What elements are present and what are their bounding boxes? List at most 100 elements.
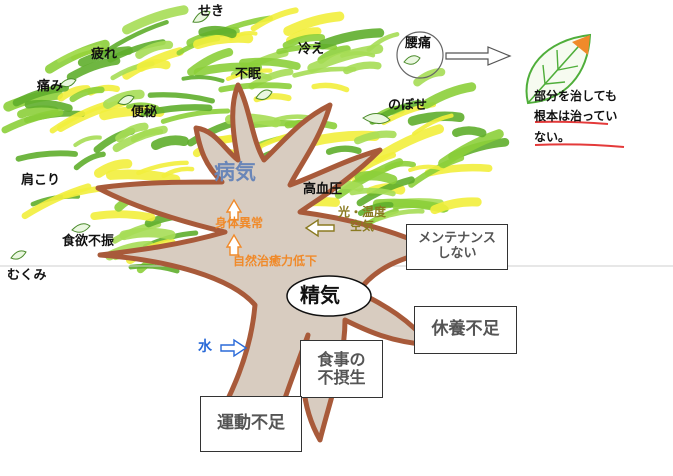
cause-label: 食事の 不摂生 — [317, 349, 366, 387]
leaf-stroke — [250, 7, 299, 32]
leaf-stroke — [150, 135, 189, 150]
symptom-label: せき — [198, 4, 225, 19]
leaf-stroke — [73, 135, 102, 148]
right-arrow-icon — [220, 338, 248, 358]
leaf-stroke — [1, 108, 64, 134]
leaf-stroke — [49, 101, 109, 134]
symptom-label: 不眠 — [235, 67, 262, 82]
up-arrow-icon — [225, 233, 243, 256]
leaf-stroke — [135, 40, 174, 59]
leaf-stroke — [239, 57, 301, 70]
leaf-stroke — [241, 71, 272, 81]
symptom-label: むくみ — [7, 268, 47, 283]
up-arrow-icon — [225, 198, 243, 221]
leaf-stroke — [318, 28, 385, 50]
leaf-icon — [362, 113, 391, 124]
cause-box-rest: 休養不足 — [414, 306, 517, 354]
cause-label: メンテナンス しない — [418, 231, 496, 261]
leaf-stroke — [374, 208, 425, 222]
leaf-stroke — [407, 111, 465, 126]
leaf-stroke — [452, 126, 487, 138]
symptom-label: 腰痛 — [405, 36, 432, 51]
leaf-icon — [255, 89, 273, 100]
leaf-stroke — [349, 187, 396, 197]
tree-canopy — [1, 5, 510, 274]
leaf-stroke — [147, 92, 215, 104]
tree-trunk — [95, 82, 438, 448]
leaf-stroke — [282, 33, 326, 49]
focus-circle — [396, 31, 444, 79]
left-arrow-icon — [304, 218, 335, 238]
leaf-stroke — [15, 150, 78, 162]
leaf-stroke — [94, 159, 133, 178]
underline-red — [534, 120, 609, 125]
leaf-stroke — [57, 85, 91, 102]
leaf-stroke — [413, 68, 446, 87]
symptom-label: 便秘 — [131, 105, 158, 120]
symptom-label: 高血圧 — [303, 182, 343, 197]
leaf-stroke — [24, 99, 73, 113]
leaf-stroke — [283, 11, 345, 36]
leaf-stroke — [193, 33, 254, 50]
leaf-stroke — [325, 145, 362, 155]
leaf-stroke — [307, 44, 384, 73]
environment-label: 光・温度 空気 — [338, 205, 387, 233]
cause-box-exercise: 運動不足 — [200, 396, 302, 452]
leaf-stroke — [115, 122, 149, 143]
cause-label: 休養不足 — [431, 319, 500, 340]
cause-box-diet: 食事の 不摂生 — [300, 340, 383, 398]
note-line: ない。 — [534, 130, 571, 144]
abnormality-label: 身体異常 — [215, 216, 264, 230]
leaf-stroke — [181, 75, 225, 83]
leaf-icon — [59, 78, 77, 88]
leaf-stroke — [372, 124, 444, 163]
leaf-stroke — [292, 66, 357, 78]
leaf-stroke — [105, 169, 181, 185]
leaf-stroke — [421, 82, 477, 109]
leaf-stroke — [69, 86, 105, 103]
symptom-label: 冷え — [298, 42, 325, 57]
vital-energy-ellipse — [286, 275, 372, 317]
water-label: 水 — [198, 339, 212, 355]
leaf-stroke — [73, 151, 106, 171]
leaf-stroke — [193, 62, 262, 77]
leaf-stroke — [122, 5, 189, 35]
leaf-stroke — [57, 44, 102, 63]
leaf-stroke — [438, 129, 504, 169]
leaf-stroke — [354, 130, 397, 145]
leaf-stroke — [128, 263, 180, 274]
note-line: 根本は治ってい — [534, 109, 618, 123]
symptom-label: 食欲不振 — [62, 234, 115, 249]
leaf-stroke — [21, 183, 92, 220]
leaf-stroke — [90, 210, 156, 222]
leaf-stroke — [12, 84, 69, 107]
leaf-stroke — [354, 170, 398, 185]
leaf-stroke — [384, 160, 416, 171]
leaf-stroke — [357, 202, 394, 216]
leaf-icon — [192, 10, 211, 23]
leaf-icon — [10, 250, 27, 260]
leaf-stroke — [160, 108, 231, 124]
cause-box-maintenance: メンテナンス しない — [406, 224, 508, 270]
leaf-stroke — [430, 197, 482, 215]
leaf-stroke — [408, 164, 444, 173]
healing-decline-label: 自然治癒力低下 — [233, 254, 318, 268]
big-leaf-icon — [525, 33, 592, 105]
vital-energy-label: 精気 — [300, 283, 340, 307]
leaf-stroke — [161, 166, 195, 179]
leaf-icon — [71, 223, 91, 233]
leaf-stroke — [218, 82, 292, 93]
leaf-stroke — [77, 46, 133, 67]
leaf-stroke — [311, 82, 350, 93]
leaf-stroke — [140, 104, 213, 117]
symptom-label: のぼせ — [388, 98, 428, 113]
leaf-stroke — [136, 160, 189, 176]
leaf-stroke — [187, 48, 234, 77]
leaf-icon — [403, 55, 421, 65]
symptom-label: 肩こり — [21, 173, 61, 188]
arrow-right-icon — [445, 46, 512, 66]
note-line: 部分を治しても — [534, 89, 618, 103]
leaf-stroke — [112, 125, 168, 153]
underline-red — [534, 143, 625, 148]
